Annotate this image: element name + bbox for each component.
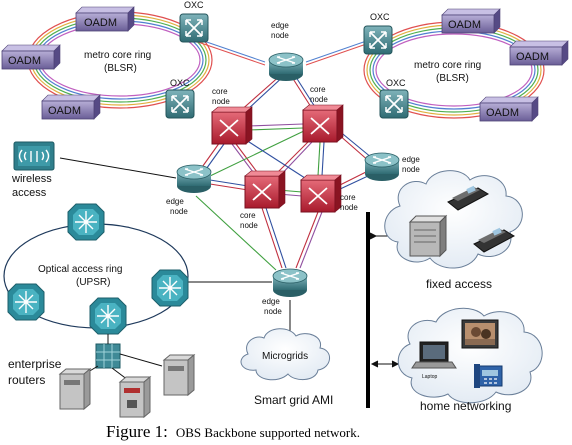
oxc-right-bottom bbox=[379, 89, 409, 119]
wireless-label-1: wireless bbox=[11, 173, 52, 185]
node-label: node bbox=[310, 95, 328, 104]
node-label: node bbox=[170, 207, 188, 216]
fixed-access-cloud-icon bbox=[384, 170, 523, 269]
edge-label: edge bbox=[402, 155, 420, 164]
access-connectors bbox=[59, 157, 414, 368]
edge-label: edge bbox=[262, 297, 280, 306]
node-label: node bbox=[271, 31, 289, 40]
enterprise-label-2: routers bbox=[8, 373, 45, 387]
laptop-label: Laptop bbox=[422, 374, 438, 380]
oadm-label: OADM bbox=[486, 107, 519, 119]
core-label: core bbox=[310, 85, 326, 94]
server-icon bbox=[408, 214, 448, 258]
wireless-label-2: access bbox=[12, 187, 47, 199]
node-label: node bbox=[402, 165, 420, 174]
core-label: core bbox=[340, 193, 356, 202]
edge-node-top bbox=[268, 52, 304, 82]
phone-base-icon bbox=[474, 364, 503, 388]
optical-switch-right bbox=[151, 269, 189, 307]
oadm-label: OADM bbox=[448, 19, 481, 31]
edge-label: edge bbox=[271, 21, 289, 30]
optical-ring-title: Optical access ring bbox=[38, 264, 122, 275]
figure-caption: Figure 1: OBS Backbone supported network… bbox=[106, 422, 360, 441]
optical-switch-bottom bbox=[89, 297, 127, 335]
home-networking-cloud-icon bbox=[397, 307, 543, 404]
oxc-label: OXC bbox=[170, 78, 190, 88]
enterprise-label-1: enterprise bbox=[8, 357, 62, 371]
microgrids-cloud-icon bbox=[240, 328, 330, 381]
oxc-left-top bbox=[179, 13, 209, 43]
core-node-bottom-right bbox=[300, 174, 342, 213]
core-node-left bbox=[211, 106, 253, 145]
fixed-access-label: fixed access bbox=[426, 277, 492, 291]
server-icon bbox=[162, 353, 196, 397]
metro-ring-left-subtitle: (BLSR) bbox=[104, 63, 137, 74]
metro-ring-left-title: metro core ring bbox=[84, 50, 151, 61]
node-label: node bbox=[212, 97, 230, 106]
edge-node-left bbox=[176, 164, 212, 194]
backbone-bus bbox=[366, 212, 370, 408]
oxc-label: OXC bbox=[184, 0, 204, 10]
node-label: node bbox=[264, 307, 282, 316]
oxc-right-top bbox=[363, 25, 393, 55]
oadm-label: OADM bbox=[516, 51, 549, 63]
optical-switch-top bbox=[67, 203, 105, 241]
core-mesh-links bbox=[195, 73, 373, 271]
oxc-label: OXC bbox=[386, 78, 406, 88]
oadm-label: OADM bbox=[84, 17, 117, 29]
core-label: core bbox=[212, 87, 228, 96]
phone-icon bbox=[473, 227, 516, 253]
core-label: core bbox=[240, 211, 256, 220]
oadm-label: OADM bbox=[48, 105, 81, 117]
core-node-right bbox=[302, 104, 344, 143]
firewall-icon bbox=[95, 343, 121, 369]
tv-icon bbox=[461, 319, 499, 349]
optical-ring-subtitle: (UPSR) bbox=[76, 277, 110, 288]
core-node-mid bbox=[244, 170, 286, 209]
laptop-icon bbox=[411, 341, 457, 369]
figure-number: Figure 1: bbox=[106, 422, 168, 441]
edge-node-right bbox=[364, 152, 400, 182]
edge-node-bottom bbox=[272, 268, 308, 298]
node-label: node bbox=[340, 203, 358, 212]
oadm-label: OADM bbox=[8, 55, 41, 67]
oxc-label: OXC bbox=[370, 12, 390, 22]
metro-ring-right-title: metro core ring bbox=[414, 60, 481, 71]
smart-grid-label: Smart grid AMI bbox=[254, 393, 333, 407]
server-icon bbox=[58, 367, 92, 411]
wireless-ap-icon bbox=[13, 141, 55, 171]
home-networking-label: home networking bbox=[420, 399, 511, 413]
node-label: node bbox=[240, 221, 258, 230]
oxc-left-bottom bbox=[165, 89, 195, 119]
server-icon bbox=[118, 375, 152, 419]
edge-label: edge bbox=[166, 197, 184, 206]
metro-ring-right-subtitle: (BLSR) bbox=[436, 73, 469, 84]
figure-caption-text: OBS Backbone supported network. bbox=[176, 425, 360, 440]
optical-switch-left bbox=[7, 283, 45, 321]
phone-icon bbox=[447, 185, 490, 211]
microgrids-label: Microgrids bbox=[262, 351, 308, 362]
